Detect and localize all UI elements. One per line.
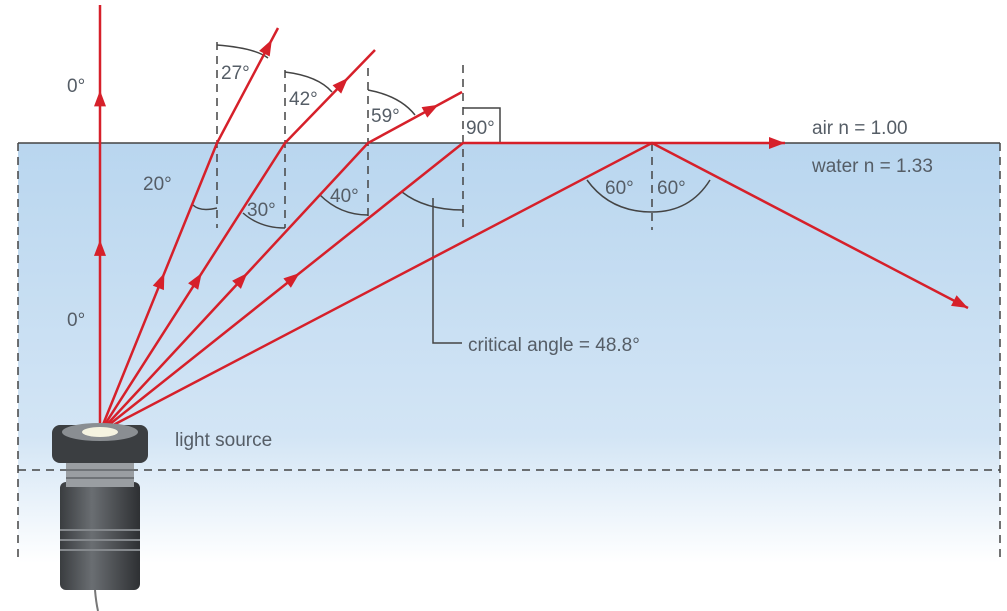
label-0-bottom: 0° [67,310,85,331]
arrowhead-icon [232,273,248,289]
light-rays [98,5,969,434]
arrowhead-icon [188,273,202,290]
arrowhead-icon [94,239,106,256]
arrowheads [94,39,968,308]
label-90: 90° [466,118,495,139]
label-water: water n = 1.33 [811,156,933,177]
label-30: 30° [247,200,276,221]
light-ray [98,27,280,433]
label-air: air n = 1.00 [812,118,908,139]
label-59: 59° [371,106,400,127]
arrowhead-icon [259,39,272,57]
label-60-left: 60° [605,178,634,199]
arrowhead-icon [951,295,968,308]
arrowhead-icon [283,273,300,288]
angle-arcs [192,44,711,344]
arrowhead-icon [332,77,348,94]
light-ray [99,141,785,433]
arrowhead-icon [152,273,165,291]
label-27: 27° [221,63,250,84]
arrowhead-icon [769,137,785,149]
water [18,143,1000,563]
light-ray [99,141,969,434]
label-40: 40° [330,186,359,207]
label-0-top: 0° [67,76,85,97]
label-critical-angle: critical angle = 48.8° [468,335,640,356]
label-light-source: light source [175,430,272,451]
label-42: 42° [289,89,318,110]
arrowhead-icon [94,90,106,107]
arrowhead-icon [421,104,439,118]
label-60-right: 60° [657,178,686,199]
light-source-device [52,423,148,611]
label-20: 20° [143,174,172,195]
